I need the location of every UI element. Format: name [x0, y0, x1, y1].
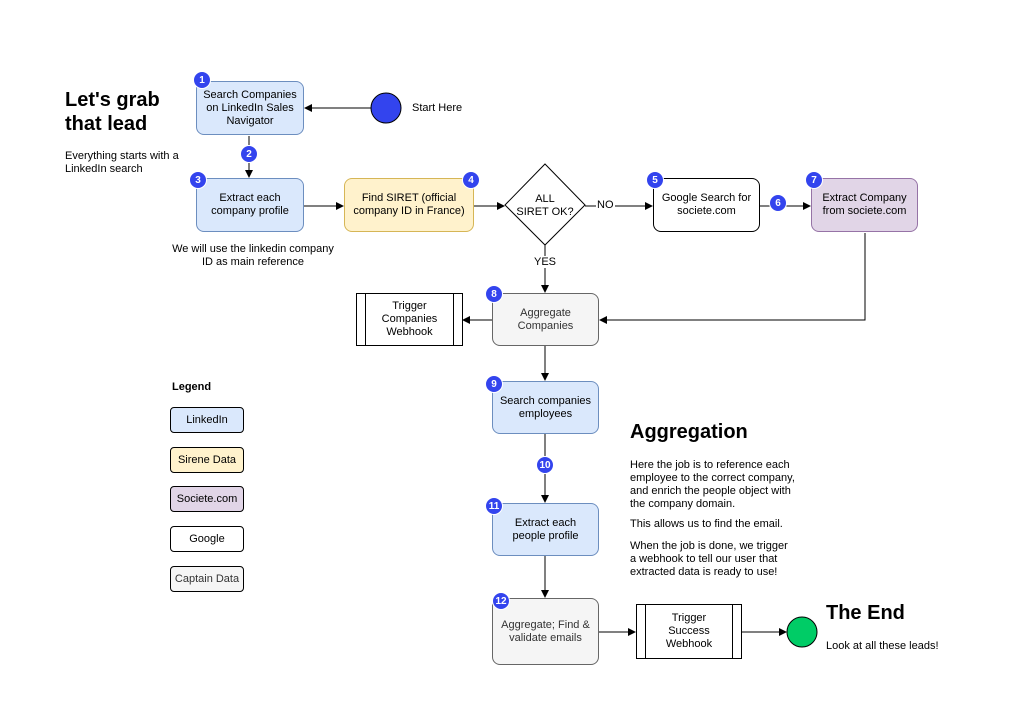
edge-label-no: NO: [596, 199, 615, 211]
legend-title: Legend: [172, 381, 212, 393]
legend-google: Google: [170, 526, 244, 552]
node-search-employees[interactable]: Search companies employees: [492, 381, 599, 434]
intro-title: Let's grab that lead: [65, 89, 160, 135]
step-badge: 11: [485, 497, 503, 515]
step-badge: 3: [189, 171, 207, 189]
step-badge: 12: [492, 592, 510, 610]
end-subtitle: Look at all these leads!: [826, 640, 939, 652]
step-badge: 9: [485, 375, 503, 393]
step-badge: 4: [462, 171, 480, 189]
end-circle[interactable]: [786, 616, 818, 648]
aggregation-paragraph-2: This allows us to find the email.: [630, 518, 783, 530]
node-google-search[interactable]: Google Search for societe.com: [653, 178, 760, 232]
legend-sirene: Sirene Data: [170, 447, 244, 473]
step-badge: 8: [485, 285, 503, 303]
edge-societe-to-aggregate: [599, 233, 866, 324]
node-aggregate-emails[interactable]: Aggregate; Find & validate emails: [492, 598, 599, 665]
step-badge: 1: [193, 71, 211, 89]
node-aggregate-companies[interactable]: Aggregate Companies: [492, 293, 599, 346]
intro-subtitle: Everything starts with a LinkedIn search: [65, 150, 179, 175]
node-find-siret[interactable]: Find SIRET (official company ID in Franc…: [344, 178, 474, 232]
aggregation-title: Aggregation: [630, 421, 748, 443]
aggregation-paragraph-1: Here the job is to reference each employ…: [630, 459, 795, 510]
edge-label-yes: YES: [533, 256, 558, 268]
node-trigger-companies-webhook[interactable]: Trigger Companies Webhook: [356, 293, 463, 346]
step-badge: 5: [646, 171, 664, 189]
step-badge: 6: [769, 194, 787, 212]
node-extract-societe[interactable]: Extract Company from societe.com: [811, 178, 918, 232]
node-search-companies[interactable]: Search Companies on LinkedIn Sales Navig…: [196, 81, 304, 135]
end-title: The End: [826, 602, 905, 624]
node-trigger-success-webhook[interactable]: Trigger Success Webhook: [636, 604, 742, 659]
aggregation-paragraph-3: When the job is done, we trigger a webho…: [630, 540, 788, 578]
legend-societe: Societe.com: [170, 486, 244, 512]
legend-linkedin: LinkedIn: [170, 407, 244, 433]
start-label: Start Here: [412, 102, 463, 114]
linkedin-id-note: We will use the linkedin company ID as m…: [172, 243, 334, 268]
start-circle[interactable]: [370, 92, 402, 124]
node-extract-people[interactable]: Extract each people profile: [492, 503, 599, 556]
node-extract-company-profile[interactable]: Extract each company profile: [196, 178, 304, 232]
legend-captain-data: Captain Data: [170, 566, 244, 592]
step-badge: 7: [805, 171, 823, 189]
decision-label: ALL SIRET OK?: [516, 193, 574, 218]
step-badge: 2: [240, 145, 258, 163]
step-badge: 10: [536, 456, 554, 474]
